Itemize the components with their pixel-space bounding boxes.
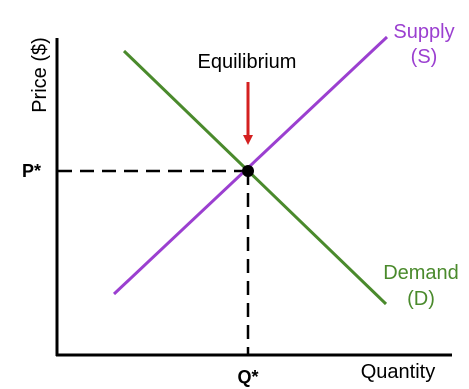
supply-curve (112, 35, 389, 296)
equilibrium-point (242, 165, 254, 177)
demand-curve (122, 49, 388, 306)
supply-symbol: (S) (411, 46, 438, 68)
demand-label: Demand (383, 262, 459, 284)
price-equilibrium-label: P* (22, 161, 41, 181)
x-axis-label: Quantity (361, 361, 435, 383)
demand-symbol: (D) (407, 288, 435, 310)
quantity-equilibrium-label: Q* (237, 367, 258, 387)
y-axis-label: Price ($) (29, 37, 51, 113)
supply-label: Supply (393, 21, 454, 43)
equilibrium-label: Equilibrium (198, 51, 297, 73)
